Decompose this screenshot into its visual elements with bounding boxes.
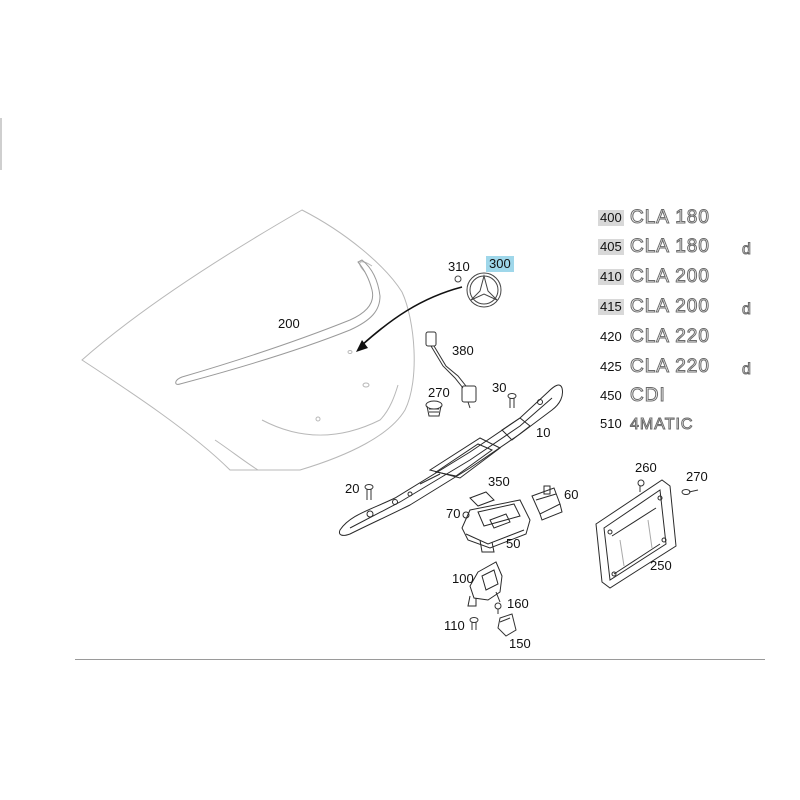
bottom-rule (75, 659, 765, 660)
badge-number-410: 410 (598, 269, 624, 285)
callout-270-left: 270 (428, 385, 450, 400)
bolt-twenty (364, 484, 374, 500)
badge-cla-200-d: CLA 200 (630, 296, 710, 317)
badge-suffix-425: d (742, 361, 752, 379)
camera-housing (461, 491, 531, 553)
callout-60: 60 (564, 487, 579, 502)
badge-number-420: 420 (600, 329, 622, 344)
small-parts (469, 602, 517, 637)
callout-50: 50 (506, 536, 521, 551)
callout-20: 20 (345, 481, 360, 496)
callout-350: 350 (488, 474, 510, 489)
callout-100: 100 (452, 571, 474, 586)
badge-number-400: 400 (598, 210, 624, 226)
screw-left (425, 400, 443, 417)
handle-strip (339, 384, 563, 536)
badge-cla-200: CLA 200 (630, 266, 710, 287)
callout-250: 250 (650, 558, 672, 573)
callout-200: 200 (278, 316, 300, 331)
connector-sixty (531, 485, 563, 521)
screw-two-sixty (637, 479, 645, 492)
callout-70: 70 (446, 506, 461, 521)
screw-right (681, 489, 699, 495)
callout-380: 380 (452, 343, 474, 358)
callout-260: 260 (635, 460, 657, 475)
callout-270-right: 270 (686, 469, 708, 484)
badge-cla-220-d: CLA 220 (630, 356, 710, 377)
bolt-thirty (507, 393, 517, 408)
spoiler-strip (175, 259, 381, 385)
badge-number-450: 450 (600, 388, 622, 403)
callout-150: 150 (509, 636, 531, 651)
badge-cla-180-d: CLA 180 (630, 236, 710, 257)
edge-mark (0, 118, 2, 170)
callout-300-highlighted[interactable]: 300 (486, 256, 514, 272)
emblem-clip (454, 275, 462, 283)
callout-30: 30 (492, 380, 507, 395)
callout-310: 310 (448, 259, 470, 274)
badge-4matic: 4MATIC (629, 416, 694, 434)
badge-suffix-415: d (742, 301, 752, 319)
badge-number-415: 415 (598, 299, 624, 315)
badge-number-425: 425 (600, 359, 622, 374)
badge-cla-180: CLA 180 (630, 207, 710, 228)
badge-cdi: CDI (630, 385, 666, 406)
badge-suffix-405: d (742, 241, 752, 259)
callout-160: 160 (507, 596, 529, 611)
badge-number-510: 510 (600, 416, 622, 431)
callout-10: 10 (536, 425, 551, 440)
sensor-cable (425, 331, 477, 409)
badge-cla-220: CLA 220 (630, 326, 710, 347)
leader-arrow (356, 286, 463, 352)
star-emblem (466, 272, 502, 308)
lock-actuator (467, 561, 503, 607)
callout-110: 110 (444, 618, 465, 633)
badge-number-405: 405 (598, 239, 624, 255)
license-plate-bracket (595, 479, 677, 589)
trunk-lid (81, 209, 415, 471)
